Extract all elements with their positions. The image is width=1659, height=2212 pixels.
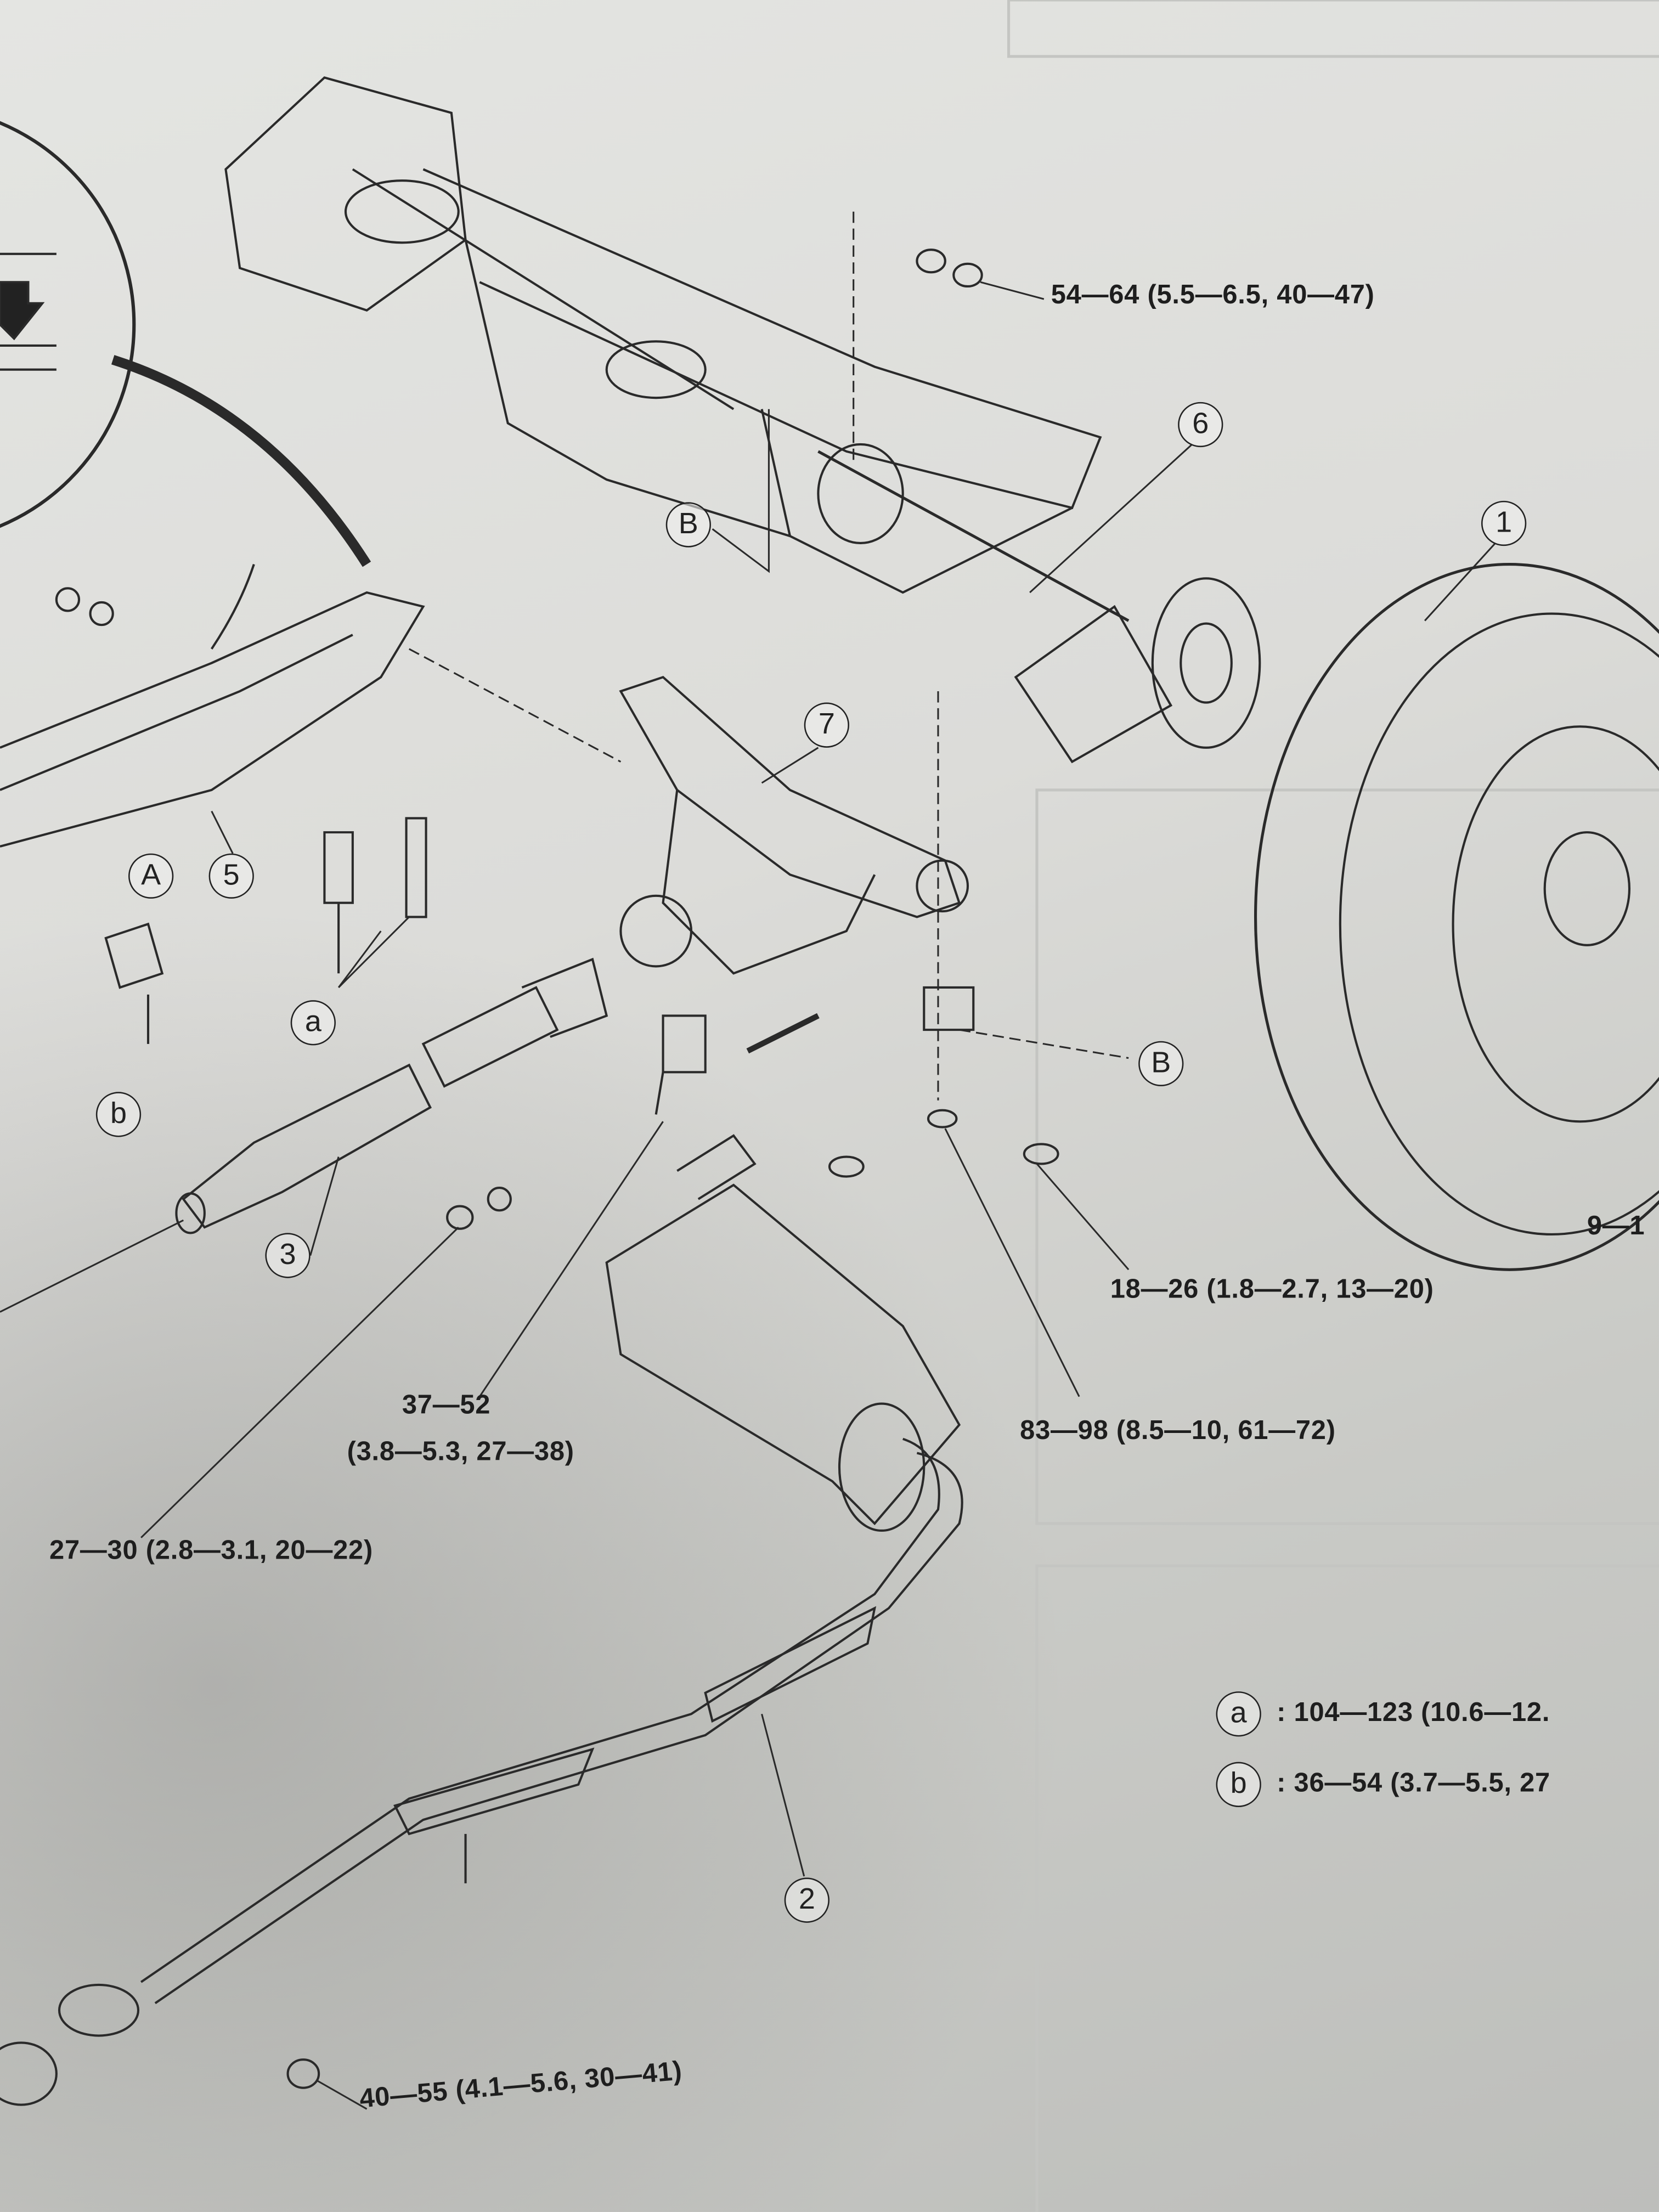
propeller-shaft [175, 957, 608, 1234]
legend-mark-a: a [1216, 1691, 1261, 1737]
callout-B-bottom: B [1138, 1041, 1184, 1086]
callout-B-top: B [665, 502, 711, 548]
bleed-through [1007, 0, 1659, 2212]
exhaust-system [0, 1134, 963, 2106]
photo-shadow [0, 902, 1073, 2212]
callout-6: 6 [1178, 402, 1223, 448]
callout-b: b [95, 1092, 142, 1137]
torque-label: 18—26 (1.8—2.7, 13—20) [1110, 1275, 1434, 1305]
callout-7: 7 [804, 702, 849, 748]
frame-member [0, 563, 425, 848]
leader-lines [0, 211, 1496, 2110]
legend-value-b: : 36—54 (3.7—5.5, 27 [1277, 1769, 1550, 1799]
callout-1: 1 [1481, 500, 1527, 546]
legend-mark-b: b [1216, 1762, 1261, 1807]
transmission-assembly [224, 76, 1261, 764]
legend-value-a: : 104—123 (10.6—12. [1277, 1698, 1550, 1728]
bolts [104, 249, 1059, 1230]
callout-a: a [290, 1000, 336, 1046]
torque-label: 54—64 (5.5—6.5, 40—47) [1051, 280, 1375, 311]
torque-label: (3.8—5.3, 27—38) [347, 1437, 574, 1468]
callout-5: 5 [208, 853, 254, 899]
callout-2: 2 [784, 1877, 830, 1923]
rear-wheel [1254, 563, 1659, 1271]
crossmember [619, 675, 975, 1031]
torque-label: 27—30 (2.8—3.1, 20—22) [49, 1536, 374, 1566]
torque-label: 83—98 (8.5—10, 61—72) [1020, 1416, 1336, 1446]
callout-A: A [128, 853, 174, 899]
callout-3: 3 [265, 1233, 311, 1278]
torque-label: 37—52 [402, 1391, 491, 1421]
torque-label: 9—1 [1587, 1211, 1645, 1242]
detail-inset [0, 121, 371, 567]
